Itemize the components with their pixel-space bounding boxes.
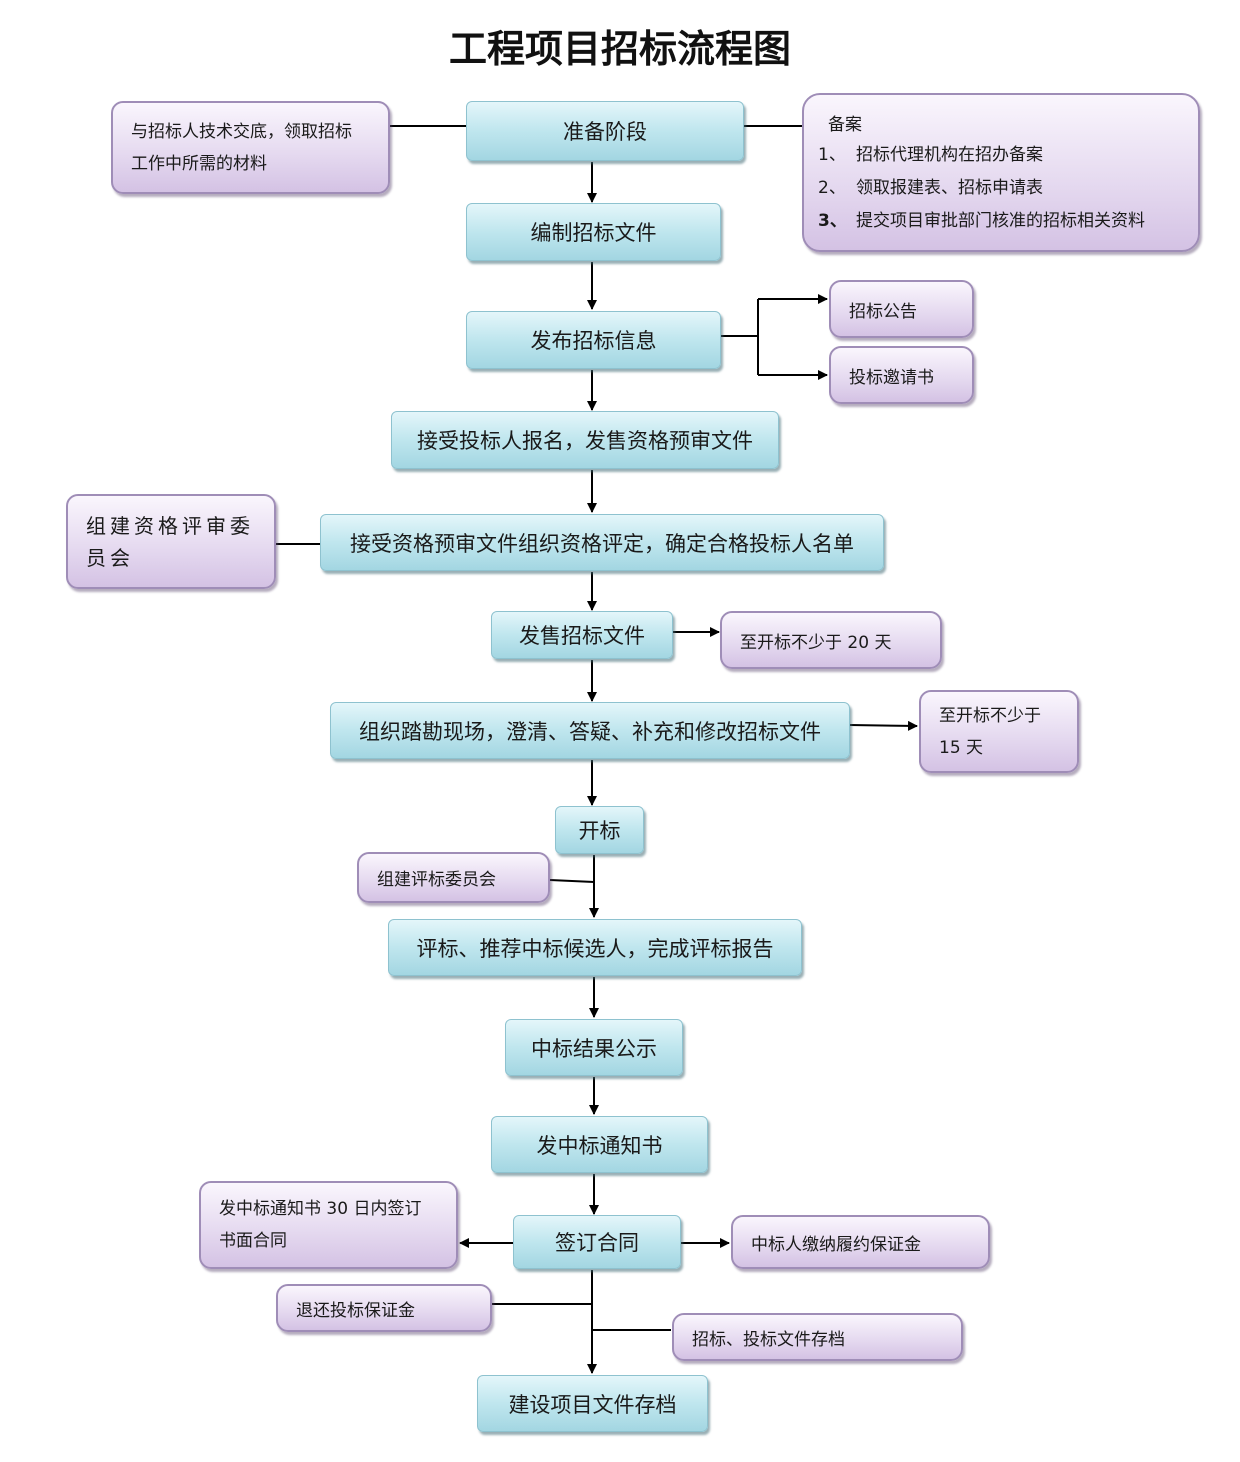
page-title: 工程项目招标流程图 <box>448 26 791 71</box>
step-prequalification: 接受资格预审文件组织资格评定，确定合格投标人名单 <box>320 514 884 571</box>
step-bid-opening: 开标 <box>555 806 644 854</box>
note-invitation-letter: 投标邀请书 <box>829 346 974 404</box>
note-performance-bond: 中标人缴纳履约保证金 <box>731 1215 990 1269</box>
step-publish-info: 发布招标信息 <box>466 311 721 369</box>
step-sell-tender-docs: 发售招标文件 <box>491 611 673 659</box>
filing-item: 3、 提交项目审批部门核准的招标相关资料 <box>818 205 1145 238</box>
filing-item-number: 3、 <box>818 211 847 231</box>
filing-item-number: 2、 <box>818 178 846 198</box>
note-line: 与招标人技术交底，领取招标 <box>131 121 352 142</box>
side-arrow <box>849 720 918 731</box>
note-line: 员会 <box>86 545 134 570</box>
step-result-publicity: 中标结果公示 <box>505 1019 683 1076</box>
note-contract-deadline: 发中标通知书 30 日内签订 书面合同 <box>199 1181 458 1269</box>
step-sign-contract: 签订合同 <box>513 1215 681 1269</box>
note-line: 发中标通知书 30 日内签订 <box>219 1199 422 1219</box>
step-archive-project-docs: 建设项目文件存档 <box>477 1375 708 1432</box>
note-eval-committee: 组建评标委员会 <box>357 852 550 903</box>
note-line: 至开标不少于 <box>939 705 1041 726</box>
filing-item-text: 招标代理机构在招办备案 <box>856 145 1043 165</box>
note-twenty-days: 至开标不少于 20 天 <box>720 611 942 669</box>
note-tender-announcement: 招标公告 <box>829 280 974 338</box>
note-line: 工作中所需的材料 <box>131 153 267 174</box>
note-fifteen-days: 至开标不少于 15 天 <box>919 690 1079 773</box>
note-technical-briefing: 与招标人技术交底，领取招标 工作中所需的材料 <box>111 101 390 194</box>
step-accept-registration: 接受投标人报名，发售资格预审文件 <box>391 411 779 469</box>
filing-item: 2、 领取报建表、招标申请表 <box>818 172 1043 205</box>
step-compile-docs: 编制招标文件 <box>466 203 721 261</box>
connector <box>549 879 595 883</box>
filing-item-text: 领取报建表、招标申请表 <box>856 178 1043 198</box>
note-prequal-committee: 组建资格评审委 员会 <box>66 494 276 589</box>
step-site-survey: 组织踏勘现场，澄清、答疑、补充和修改招标文件 <box>330 702 850 759</box>
step-prepare: 准备阶段 <box>466 101 744 161</box>
note-line: 书面合同 <box>219 1231 287 1251</box>
note-line: 组建资格评审委 <box>86 513 254 538</box>
filing-heading: 备案 <box>828 115 862 135</box>
step-evaluation: 评标、推荐中标候选人，完成评标报告 <box>388 919 802 976</box>
branch-connector <box>721 299 759 337</box>
step-award-notice: 发中标通知书 <box>491 1116 708 1173</box>
note-refund-deposit: 退还投标保证金 <box>276 1284 492 1332</box>
filing-item-number: 1、 <box>818 145 846 165</box>
note-filing: 备案 1、 招标代理机构在招办备案 2、 领取报建表、招标申请表 3、 提交项目… <box>802 93 1200 252</box>
filing-item: 1、 招标代理机构在招办备案 <box>818 139 1043 172</box>
filing-item-text: 提交项目审批部门核准的招标相关资料 <box>856 211 1145 231</box>
note-bid-docs-archive: 招标、投标文件存档 <box>672 1313 963 1361</box>
note-line: 15 天 <box>939 737 984 758</box>
